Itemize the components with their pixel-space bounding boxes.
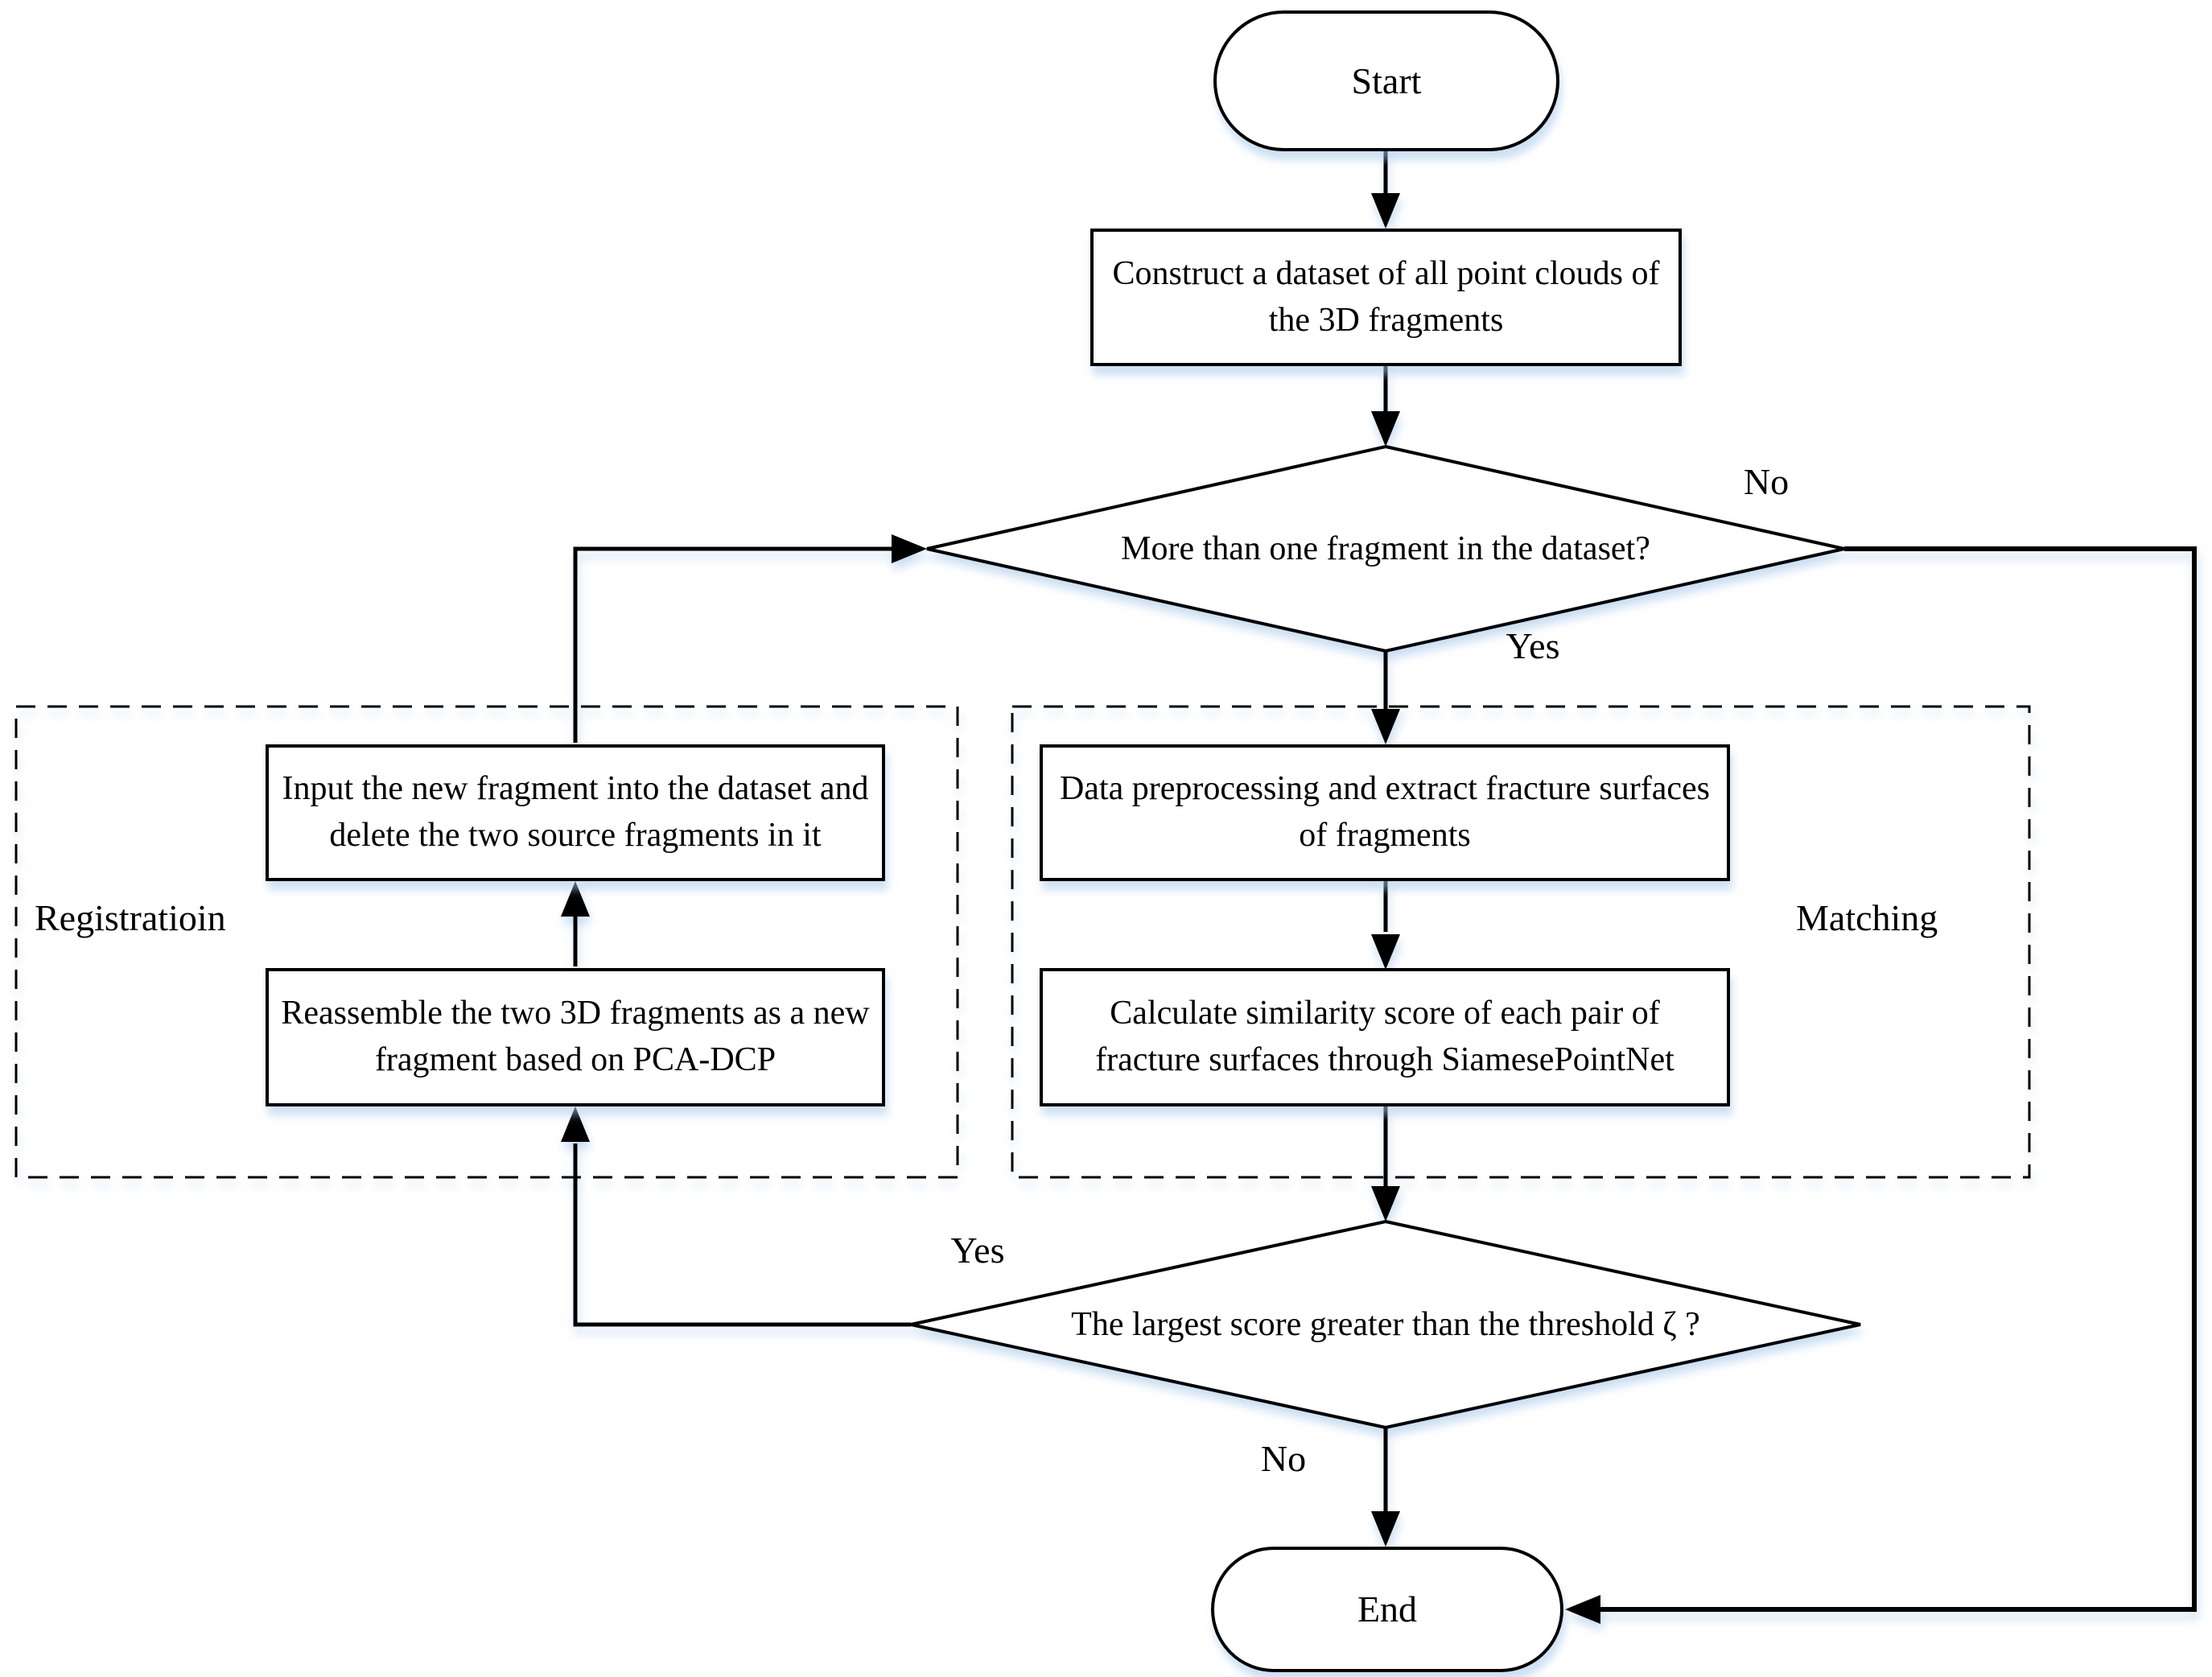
arrowhead-reassemble-bottom (561, 1106, 590, 1142)
matching-group-border (1011, 705, 2031, 1179)
start-node: Start (1213, 10, 1559, 151)
decision-threshold-label: The largest score greater than the thres… (1071, 1305, 1700, 1343)
decision1-no-label: No (1743, 460, 1790, 502)
matching-group-label: Matching (1796, 897, 1938, 938)
decision2-no-label: No (1260, 1437, 1307, 1479)
arrowhead-decision1-left (892, 534, 927, 563)
arrowhead-end-top (1371, 1511, 1400, 1547)
registration-group-label: Registratioin (35, 897, 226, 938)
reassemble-fragments-label: Reassemble the two 3D fragments as a new… (281, 995, 870, 1078)
edge-decision2-yes-to-reassemble (573, 1143, 911, 1327)
arrowhead-decision2 (1371, 1186, 1400, 1222)
reassemble-fragments-node: Reassemble the two 3D fragments as a new… (266, 968, 885, 1106)
edge-input-to-decision1-loop (573, 546, 893, 743)
input-new-fragment-node: Input the new fragment into the dataset … (266, 744, 885, 881)
edge-decision1-no-to-end (1599, 546, 2197, 1612)
construct-dataset-label: Construct a dataset of all point clouds … (1112, 254, 1660, 339)
calculate-similarity-node: Calculate similarity score of each pair … (1040, 968, 1730, 1106)
arrowhead-calculate (1371, 934, 1400, 970)
arrowhead-construct (1371, 193, 1400, 229)
construct-dataset-node: Construct a dataset of all point clouds … (1090, 229, 1682, 366)
data-preprocessing-node: Data preprocessing and extract fracture … (1040, 744, 1730, 881)
end-node: End (1211, 1547, 1563, 1672)
decision-more-than-one-fragment-label: More than one fragment in the dataset? (1121, 529, 1650, 567)
arrowhead-input-bottom (561, 881, 590, 917)
data-preprocessing-label: Data preprocessing and extract fracture … (1059, 770, 1711, 854)
decision2-yes-label: Yes (950, 1229, 1005, 1271)
registration-group-border (14, 705, 959, 1179)
input-new-fragment-label: Input the new fragment into the dataset … (282, 770, 869, 854)
decision1-yes-label: Yes (1506, 624, 1560, 666)
arrowhead-preprocessing (1371, 709, 1400, 744)
end-label: End (1357, 1588, 1418, 1630)
arrowhead-end-right (1565, 1595, 1600, 1624)
calculate-similarity-label: Calculate similarity score of each pair … (1095, 995, 1674, 1078)
start-label: Start (1351, 60, 1422, 101)
arrowhead-decision1 (1371, 411, 1400, 447)
